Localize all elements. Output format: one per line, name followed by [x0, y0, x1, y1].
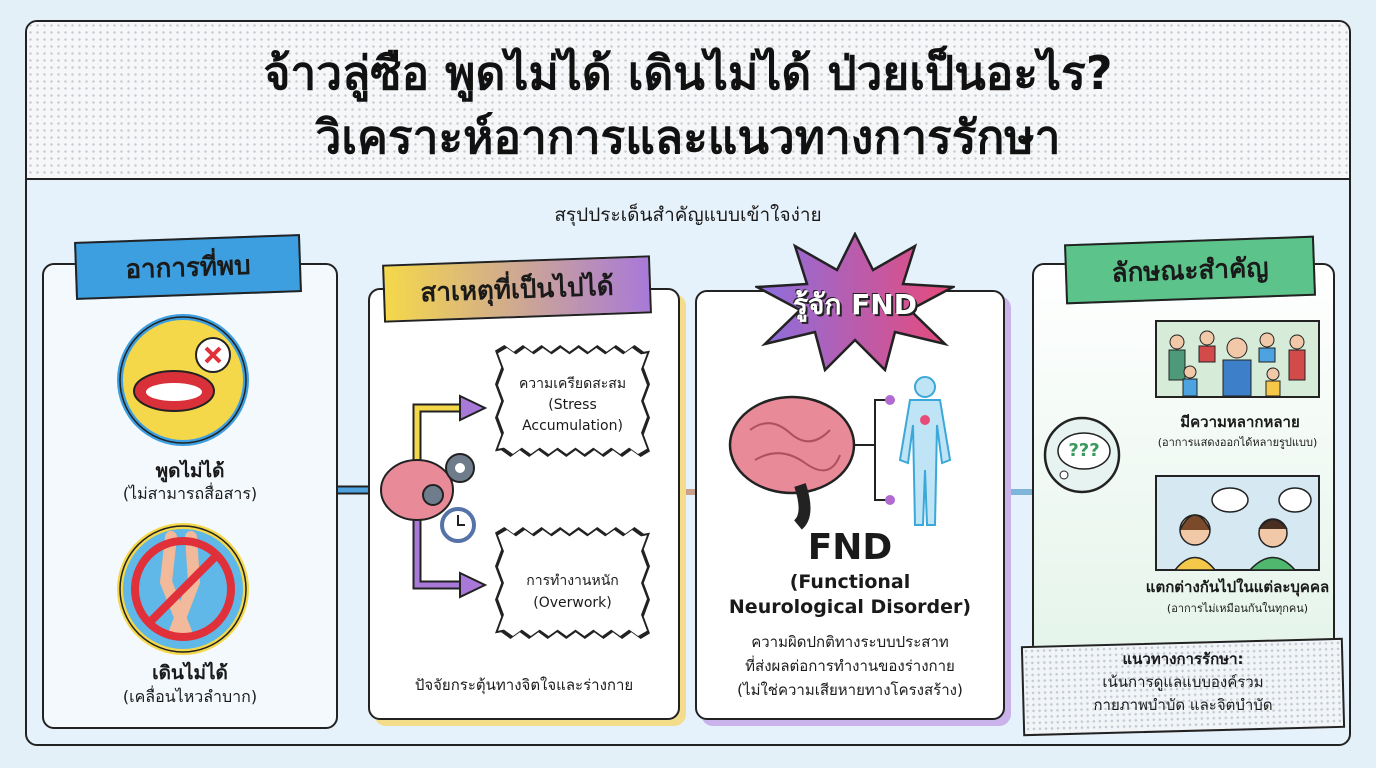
symptoms-label: อาการที่พบ [74, 234, 302, 300]
diverse-people-icon [1155, 320, 1320, 398]
cause-en: (Overwork) [533, 595, 612, 611]
cause-stress [498, 348, 647, 454]
causes-label: สาเหตุที่เป็นไปได้ [382, 255, 652, 323]
symptom-title: พูดไม่ได้ [155, 460, 225, 482]
cause-thai: ความเครียดสะสม [518, 376, 627, 392]
cause-overwork [498, 530, 647, 636]
fnd-panel [695, 290, 1005, 720]
fnd-abbr: FND [807, 527, 893, 568]
fnd-description: ความผิดปกติทางระบบประสาทที่ส่งผลต่อการทำ… [695, 630, 1005, 702]
thought-bubble-icon [1043, 416, 1121, 494]
cause-en: (Stress [548, 397, 597, 413]
feature-detail: (อาการแสดงออกได้หลายรูปแบบ) [1157, 436, 1318, 449]
fnd-desc-line: ที่ส่งผลต่อการทำงานของร่างกาย [745, 657, 955, 675]
thought-text: ??? [1068, 440, 1100, 461]
treatment-line: กายภาพบำบัด และจิตบำบัด [1093, 696, 1273, 714]
feature-title: มีความหลากหลาย [1180, 413, 1300, 431]
treatment-title: แนวทางการรักษา: [1122, 650, 1244, 668]
fnd-fullname-line: Neurological Disorder) [728, 596, 972, 618]
treatment-text: แนวทางการรักษา: เน้นการดูแลแบบองค์รวมกายภ… [1022, 648, 1344, 717]
feature-title: แตกต่างกันไปในแต่ละบุคคล [1145, 578, 1330, 596]
cause-en: Accumulation) [522, 418, 623, 434]
causes-footer: ปัจจัยกระตุ้นทางจิตใจและร่างกาย [414, 676, 634, 694]
title-band: จ้าวลู่ซือ พูดไม่ได้ เดินไม่ได้ ป่วยเป็น… [27, 22, 1349, 180]
title-line-1: จ้าวลู่ซือ พูดไม่ได้ เดินไม่ได้ ป่วยเป็น… [263, 46, 1113, 100]
feature-detail: (อาการไม่เหมือนกันในทุกคน) [1166, 602, 1309, 615]
cause-thai: การทำงานหนัก [526, 573, 619, 589]
features-label: ลักษณะสำคัญ [1064, 235, 1316, 305]
fnd-desc-line: (ไม่ใช่ความเสียหายทางโครงสร้าง) [737, 681, 963, 699]
cause-overwork-text: การทำงานหนัก (Overwork) [495, 570, 650, 614]
fnd-fullname-line: (Functional [789, 571, 911, 593]
mouth-cross-icon [117, 314, 249, 446]
title-line-2: วิเคราะห์อาการและแนวทางการรักษา [315, 110, 1061, 164]
starburst-icon [755, 232, 955, 372]
legs-prohibited-icon [117, 523, 249, 655]
symptom-title: เดินไม่ได้ [152, 662, 228, 684]
two-people-icon [1155, 475, 1320, 571]
brain-body-icon [728, 376, 952, 530]
fnd-label: รู้จัก FND [793, 288, 917, 321]
subtitle: สรุปประเด็นสำคัญแบบเข้าใจง่าย [554, 204, 822, 226]
fnd-desc-line: ความผิดปกติทางระบบประสาท [751, 633, 949, 651]
treatment-line: เน้นการดูแลแบบองค์รวม [1102, 673, 1264, 691]
symptom-detail: (ไม่สามารถสื่อสาร) [122, 484, 258, 503]
brain-gears-clock-icon [380, 394, 488, 599]
symptom-detail: (เคลื่อนไหวลำบาก) [122, 687, 258, 706]
